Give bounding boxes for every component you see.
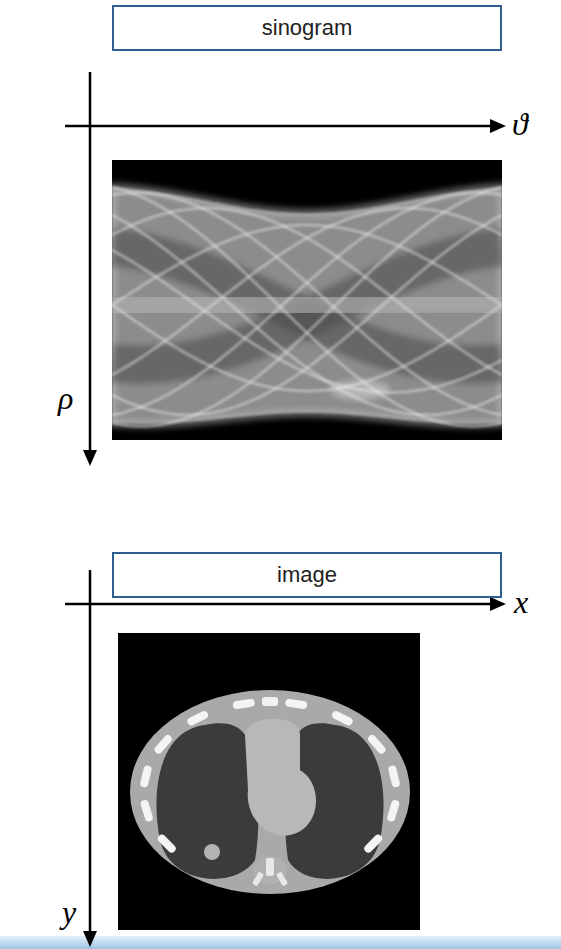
vertebra [276,871,288,886]
bone-trace [112,193,502,415]
rib [363,833,384,854]
rib [285,698,308,709]
rib [140,799,154,822]
axis-label: ρ [58,382,73,414]
y-axis [89,570,92,934]
bone-trace [112,250,502,392]
sinogram-picture [112,187,502,426]
footer-band [0,936,561,949]
rib [156,833,177,854]
rib [186,710,209,727]
rib [388,765,401,788]
axis-label: y [62,896,76,928]
rho-axis [89,72,92,452]
rib [139,765,152,788]
sinogram-background [112,160,502,440]
bone-trace [112,208,502,375]
vertebra [266,858,274,876]
ribs [139,698,400,854]
lung-trace [112,247,502,364]
box-label: sinogram [262,15,352,41]
arrow-head [490,119,506,133]
image-background [118,633,420,930]
bone-trace [112,193,502,415]
bone-trace [112,187,502,426]
vertebra [252,871,264,886]
arrow-head [490,597,506,611]
heart [245,719,316,836]
rib [386,799,400,822]
ct-phantom [130,690,410,894]
heart-trace [112,300,502,310]
rib [331,710,354,727]
sinogram-edge [112,187,502,424]
box-label: image [277,562,337,588]
x-axis [65,603,494,606]
nodule [204,844,220,860]
left-lung [156,723,258,879]
bone-trace [112,215,502,415]
arrow-head [83,931,97,947]
axis-label: ϑ [512,108,528,140]
title-box: sinogram [112,5,502,51]
body-outline [130,690,410,894]
rib [232,698,255,709]
image-axes [65,570,494,934]
theta-axis [65,125,494,128]
sinogram-band [112,187,502,424]
arrow-head [83,450,97,466]
sternum [262,697,278,706]
bone-trace [112,305,502,391]
bone-trace [112,215,502,415]
bone-trace [112,187,502,426]
title-box: image [112,552,502,598]
bone-trace [112,208,502,375]
rib [153,733,174,755]
sinogram-axes [65,72,494,452]
bright-crossing [330,380,390,400]
axis-label: x [514,586,528,618]
rib [367,733,388,755]
lung-trace [112,247,502,364]
